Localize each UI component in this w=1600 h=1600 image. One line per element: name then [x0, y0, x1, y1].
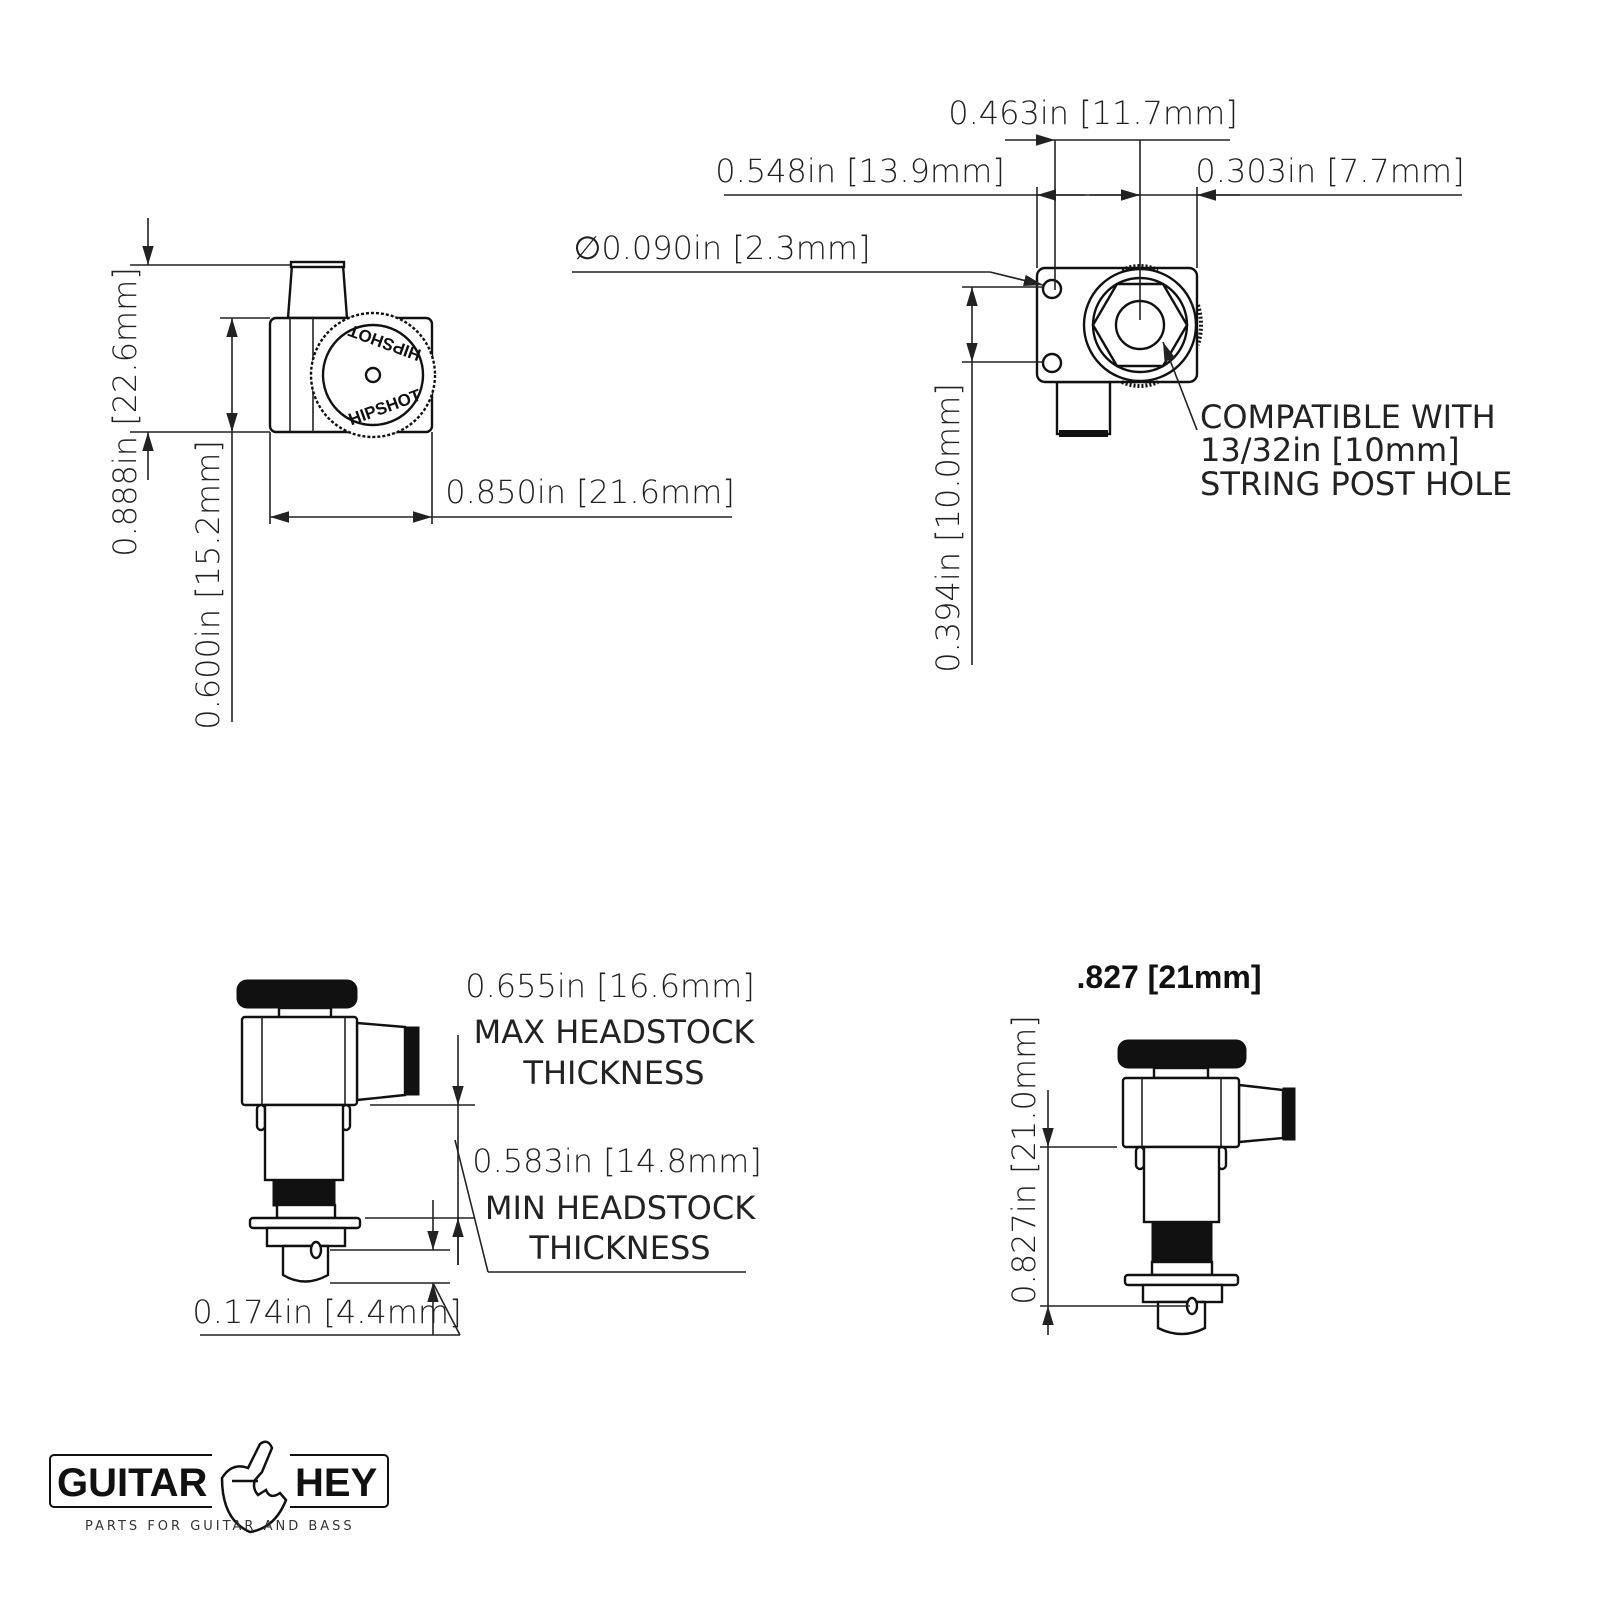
- tuner-top-body: [1035, 264, 1203, 437]
- post-hole-note-line-2: 13/32in [10mm]: [1200, 431, 1460, 469]
- bushing-height-label: 0.174in [4.4mm]: [192, 1293, 461, 1331]
- tuner-side-body: HIPSHOT HIPSHOT: [268, 260, 437, 439]
- overall-width-label: 0.548in [13.9mm]: [715, 152, 1005, 190]
- body-height-label: 0.600in [15.2mm]: [189, 440, 227, 730]
- front-view-bottom-left: 0.655in [16.6mm] MAX HEADSTOCK THICKNESS…: [192, 967, 762, 1336]
- guitarhey-logo: GUITAR HEY PARTS FOR GUITAR AND BASS: [49, 1440, 389, 1534]
- max-thickness-label: 0.655in [16.6mm]: [465, 967, 755, 1005]
- rock-hand-icon: [220, 1440, 288, 1534]
- top-view-top-right: 0.463in [11.7mm] 0.548in [13.9mm] 0.303i…: [572, 94, 1512, 673]
- post-hole-note-line-1: COMPATIBLE WITH: [1200, 398, 1496, 436]
- logo-text-guitar: GUITAR: [57, 1461, 207, 1505]
- logo-text-hey: HEY: [295, 1461, 378, 1505]
- width-label: 0.850in [21.6mm]: [445, 473, 735, 511]
- tuner-front-body: [236, 979, 420, 1283]
- side-view-top-left: HIPSHOT HIPSHOT 0.888in [22.6mm] 0.600in…: [106, 218, 735, 730]
- post-offset-label: 0.463in [11.7mm]: [948, 94, 1238, 132]
- logo-tagline: PARTS FOR GUITAR AND BASS: [85, 1519, 355, 1534]
- post-hole-note-line-3: STRING POST HOLE: [1200, 465, 1512, 503]
- pin-diameter-label: ∅0.090in [2.3mm]: [573, 229, 870, 267]
- overall-height-label: 0.888in [22.6mm]: [106, 267, 144, 557]
- max-thickness-caption-2: THICKNESS: [522, 1054, 704, 1092]
- min-thickness-caption-1: MIN HEADSTOCK: [485, 1189, 756, 1227]
- pin-spacing-label: 0.394in [10.0mm]: [929, 383, 967, 673]
- post-length-label: 0.827in [21.0mm]: [1005, 1015, 1043, 1305]
- tuner-front-body: [1117, 1039, 1296, 1336]
- min-thickness-label: 0.583in [14.8mm]: [472, 1142, 762, 1180]
- min-thickness-caption-2: THICKNESS: [528, 1229, 710, 1267]
- front-view-bottom-right: .827 [21mm] 0.827in [21.0mm]: [1005, 959, 1296, 1336]
- post-to-edge-label: 0.303in [7.7mm]: [1195, 152, 1464, 190]
- view-title: .827 [21mm]: [1077, 959, 1262, 995]
- max-thickness-caption-1: MAX HEADSTOCK: [474, 1013, 756, 1051]
